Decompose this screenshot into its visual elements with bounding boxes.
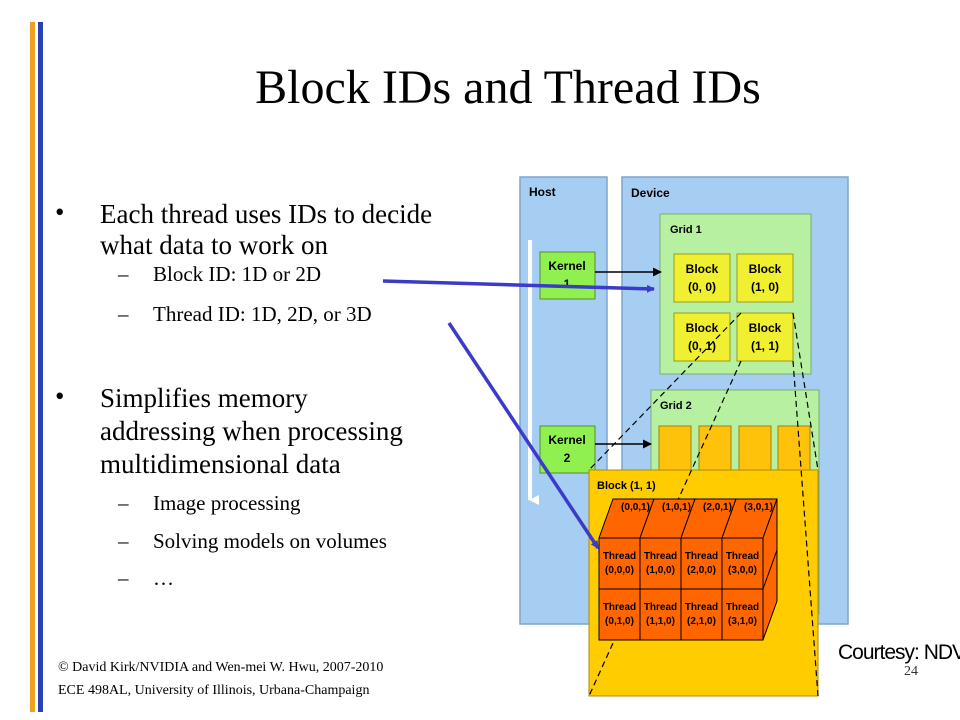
- host-label: Host: [529, 185, 556, 199]
- thread-cell: [721, 588, 764, 641]
- block-index: (1, 1): [751, 339, 779, 353]
- kernel-1-box: [539, 251, 596, 300]
- thread-label: Thread: [685, 551, 718, 562]
- thread-index: (1,0,0): [646, 565, 675, 576]
- kernel-1-number: 1: [564, 277, 571, 291]
- grid1-block-1-0: [736, 253, 794, 303]
- thread-cell: [680, 537, 723, 590]
- kernel-1-label: Kernel: [548, 259, 585, 273]
- slide-title: Block IDs and Thread IDs: [255, 61, 761, 114]
- dash-marker: –: [118, 529, 129, 553]
- accent-bar-orange: [30, 22, 35, 712]
- sub-bullet-text: Thread ID: 1D, 2D, or 3D: [153, 302, 372, 326]
- thread-index: (0,1,0): [605, 616, 634, 627]
- dash-marker: –: [118, 302, 129, 326]
- bullet-1-line-1: Each thread uses IDs to decide: [100, 199, 433, 229]
- thread-id-pointer-arrow: [447, 322, 600, 549]
- courtesy-credit: Courtesy: NDVIA: [838, 641, 960, 664]
- thread-label: Thread: [603, 551, 636, 562]
- thread-label: Thread: [726, 551, 759, 562]
- page-number: 24: [904, 664, 918, 679]
- back-thread-index: (1,0,1): [662, 502, 691, 513]
- thread-cube: (0,0,1) (1,0,1) (2,0,1) (3,0,1) Thread (0,0,0…: [598, 498, 778, 641]
- kernel-2-box: [539, 425, 596, 474]
- block-id-pointer-arrow: [382, 279, 655, 293]
- thread-cell: [721, 537, 764, 590]
- grid2-block: [658, 425, 692, 475]
- back-thread-index: (0,0,1): [621, 502, 650, 513]
- footer-copyright: © David Kirk/NVIDIA and Wen-mei W. Hwu, …: [58, 660, 384, 675]
- dash-marker: –: [118, 566, 129, 590]
- block-label: Block: [749, 262, 782, 276]
- thread-cell: [639, 588, 682, 641]
- thread-cell: [598, 588, 641, 641]
- kernel-2-number: 2: [564, 451, 571, 465]
- block-index: (1, 0): [751, 280, 779, 294]
- block-index: (0, 0): [688, 280, 716, 294]
- thread-label: Thread: [603, 602, 636, 613]
- thread-index: (3,0,0): [728, 565, 757, 576]
- grid2-block: [698, 425, 732, 475]
- block-detail-label: Block (1, 1): [597, 480, 656, 492]
- bullet-2-line-2: addressing when processing: [100, 416, 403, 446]
- dash-marker: –: [118, 262, 129, 286]
- grid2-block: [777, 425, 811, 475]
- accent-bar-blue: [38, 22, 43, 712]
- block-label: Block: [686, 262, 719, 276]
- sub-bullet-text: Solving models on volumes: [153, 529, 387, 553]
- grid-2-label: Grid 2: [660, 400, 692, 412]
- back-thread-index: (3,0,1): [744, 502, 773, 513]
- thread-index: (0,0,0): [605, 565, 634, 576]
- thread-cell: [680, 588, 723, 641]
- thread-label: Thread: [726, 602, 759, 613]
- thread-cell: [598, 537, 641, 590]
- device-label: Device: [631, 186, 670, 200]
- bullet-marker: •: [55, 381, 65, 411]
- thread-index: (2,1,0): [687, 616, 716, 627]
- back-thread-index: (2,0,1): [703, 502, 732, 513]
- block-label: Block: [749, 321, 782, 335]
- block-index: (0, 1): [688, 339, 716, 353]
- bullet-2-line-1: Simplifies memory: [100, 383, 308, 413]
- thread-label: Thread: [644, 551, 677, 562]
- cube-edge: [762, 549, 778, 590]
- grid2-block: [738, 425, 772, 475]
- thread-index: (1,1,0): [646, 616, 675, 627]
- thread-index: (2,0,0): [687, 565, 716, 576]
- block-label: Block: [686, 321, 719, 335]
- kernel-2-label: Kernel: [548, 433, 585, 447]
- bullet-2-line-3: multidimensional data: [100, 449, 341, 479]
- sub-bullet-text: Image processing: [153, 491, 301, 515]
- thread-label: Thread: [644, 602, 677, 613]
- thread-label: Thread: [685, 602, 718, 613]
- grid1-block-0-0: [673, 253, 731, 303]
- bullet-1-line-2: what data to work on: [100, 230, 328, 260]
- footer-course: ECE 498AL, University of Illinois, Urban…: [58, 683, 370, 698]
- grid1-block-1-1: [736, 312, 794, 362]
- grid-1-label: Grid 1: [670, 224, 702, 236]
- sub-bullet-text: …: [153, 566, 174, 590]
- bullet-marker: •: [55, 197, 65, 227]
- thread-cell: [639, 537, 682, 590]
- sub-bullet-text: Block ID: 1D or 2D: [153, 262, 321, 286]
- dash-marker: –: [118, 491, 129, 515]
- thread-index: (3,1,0): [728, 616, 757, 627]
